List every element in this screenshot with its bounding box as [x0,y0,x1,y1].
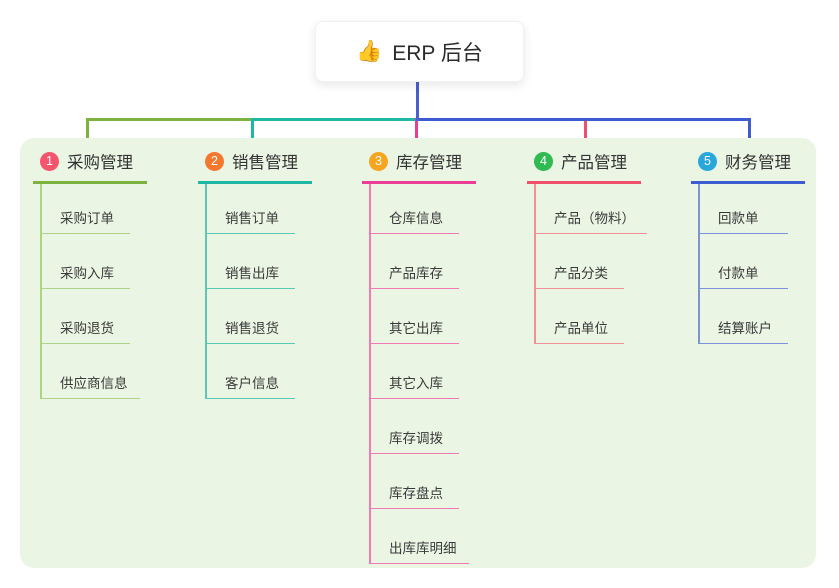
child-node[interactable]: 采购入库 [42,234,130,289]
child-node[interactable]: 产品单位 [536,289,624,344]
connector-root-stem [416,82,419,121]
child-node[interactable]: 销售退货 [207,289,295,344]
thumbs-up-icon: 👍 [356,39,383,63]
child-node[interactable]: 库存盘点 [371,454,459,509]
connector-product-drop [584,118,587,148]
branch-title-label: 销售管理 [232,154,298,172]
branch-purchase: 1 采购管理 采购订单 采购入库 采购退货 供应商信息 [33,148,147,399]
branch-purchase-title[interactable]: 1 采购管理 [33,148,147,184]
branch-product-title[interactable]: 4 产品管理 [527,148,641,184]
connector-finance-drop [748,118,751,148]
child-node[interactable]: 产品分类 [536,234,624,289]
root-title: ERP 后台 [392,41,483,65]
branch-number-badge: 1 [40,151,59,171]
root-node-erp[interactable]: 👍 ERP 后台 [315,21,524,82]
branch-title-label: 产品管理 [561,154,627,172]
child-node[interactable]: 产品库存 [371,234,459,289]
branches-panel [20,138,816,568]
connector-purchase-drop [86,118,89,148]
child-node[interactable]: 出库库明细 [371,509,469,564]
connector-sales-drop [251,118,254,148]
child-node[interactable]: 结算账户 [700,289,788,344]
child-node[interactable]: 采购订单 [42,184,130,234]
branch-finance-children: 回款单 付款单 结算账户 [698,184,805,344]
child-node[interactable]: 其它入库 [371,344,459,399]
connector-finance-horizontal [416,118,751,121]
branch-number-badge: 3 [369,151,388,171]
child-node[interactable]: 销售出库 [207,234,295,289]
child-node[interactable]: 产品（物料） [536,184,647,234]
branch-purchase-children: 采购订单 采购入库 采购退货 供应商信息 [40,184,147,399]
connector-inventory-drop [415,118,418,148]
branch-finance-title[interactable]: 5 财务管理 [691,148,805,184]
child-node[interactable]: 库存调拨 [371,399,459,454]
connector-sales-horizontal [251,118,419,121]
child-node[interactable]: 销售订单 [207,184,295,234]
branch-title-label: 库存管理 [396,154,462,172]
branch-inventory: 3 库存管理 仓库信息 产品库存 其它出库 其它入库 库存调拨 库存盘点 出库库… [362,148,476,564]
branch-product: 4 产品管理 产品（物料） 产品分类 产品单位 [527,148,647,344]
branch-product-children: 产品（物料） 产品分类 产品单位 [534,184,647,344]
branch-sales-children: 销售订单 销售出库 销售退货 客户信息 [205,184,312,399]
branch-sales-title[interactable]: 2 销售管理 [198,148,312,184]
branch-inventory-title[interactable]: 3 库存管理 [362,148,476,184]
branch-number-badge: 5 [698,151,717,171]
branch-finance: 5 财务管理 回款单 付款单 结算账户 [691,148,805,344]
child-node[interactable]: 付款单 [700,234,788,289]
child-node[interactable]: 仓库信息 [371,184,459,234]
branch-title-label: 财务管理 [725,154,791,172]
child-node[interactable]: 采购退货 [42,289,130,344]
branch-inventory-children: 仓库信息 产品库存 其它出库 其它入库 库存调拨 库存盘点 出库库明细 [369,184,476,564]
branch-sales: 2 销售管理 销售订单 销售出库 销售退货 客户信息 [198,148,312,399]
branch-number-badge: 4 [534,151,553,171]
child-node[interactable]: 其它出库 [371,289,459,344]
branch-title-label: 采购管理 [67,154,133,172]
branch-number-badge: 2 [205,151,224,171]
child-node[interactable]: 客户信息 [207,344,295,399]
child-node[interactable]: 供应商信息 [42,344,140,399]
child-node[interactable]: 回款单 [700,184,788,234]
